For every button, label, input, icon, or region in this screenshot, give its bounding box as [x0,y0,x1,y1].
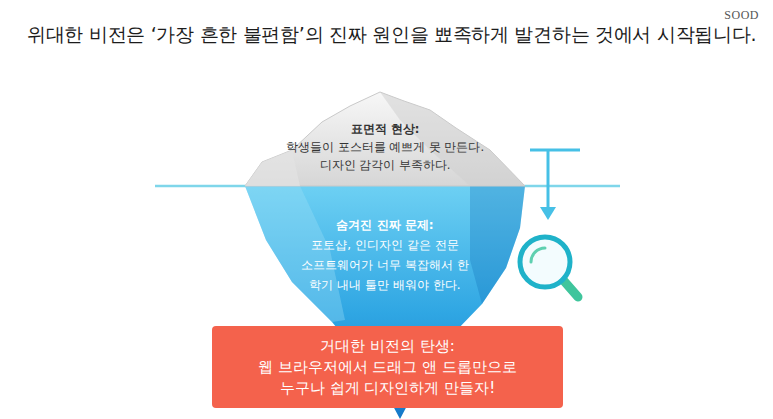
text-group: 숨겨진 진짜 문제:포토샵, 인디자인 같은 전문 소프트웨어가 너무 복잡해서… [295,215,475,295]
magnifier-handle [564,281,578,297]
iceberg-shape [245,92,525,186]
section-heading: 숨겨진 진짜 문제: [295,215,475,235]
magnifier-lens [520,237,570,287]
section-body: 포토샵, 인디자인 같은 전문 소프트웨어가 너무 복잡해서 한 학기 내내 툴… [295,235,475,295]
section-heading: 거대한 비전의 탄생: [252,336,523,357]
section-heading: 표면적 현상: [285,120,485,138]
iceberg-facet [245,186,345,322]
box-shape [212,326,563,408]
brand-label: SOOD [724,8,759,23]
slide-title: 위대한 비전은 ‘가장 흔한 불편함’의 진짜 원인을 뾰족하게 발견하는 것에… [27,22,756,48]
text-group: 거대한 비전의 탄생:웹 브라우저에서 드래그 앤 드롭만으로 누구나 쉽게 디… [252,336,523,399]
lens-glint [531,248,545,262]
iceberg-shape [245,186,525,419]
iceberg-facet [245,150,300,186]
iceberg-facet [470,186,525,304]
arrow-head [540,207,556,220]
section-body: 학생들이 포스터를 예쁘게 못 만든다. 디자인 감각이 부족하다. [285,138,485,174]
iceberg-tip: 표면적 현상:학생들이 포스터를 예쁘게 못 만든다. 디자인 감각이 부족하다… [240,88,530,188]
pointer-line [530,149,580,152]
section-body: 웹 브라우저에서 드래그 앤 드롭만으로 누구나 쉽게 디자인하게 만들자! [252,357,523,399]
text-group: 표면적 현상:학생들이 포스터를 예쁘게 못 만든다. 디자인 감각이 부족하다… [285,120,485,174]
vision-box: 거대한 비전의 탄생:웹 브라우저에서 드래그 앤 드롭만으로 누구나 쉽게 디… [212,326,563,408]
pointer-line [547,150,550,210]
node-outline [240,88,530,188]
